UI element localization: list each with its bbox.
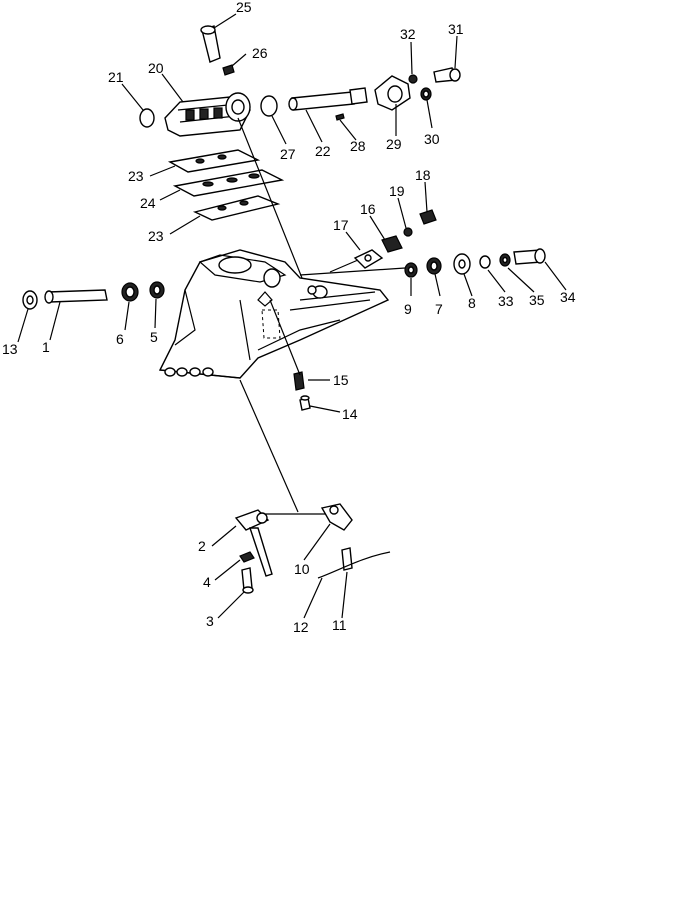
right-side-parts [299,209,546,278]
guide-lines [237,117,303,376]
callout-35: 35 [529,292,545,308]
callout-25: 25 [236,0,252,15]
callout-31: 31 [448,21,464,37]
callout-8: 8 [468,295,476,311]
callout-30: 30 [424,131,440,147]
gasket-plates [167,149,285,221]
shaft-22 [288,67,461,121]
callout-5: 5 [150,329,158,345]
callout-28: 28 [350,138,366,154]
main-housing [158,249,390,379]
callout-20: 20 [148,60,164,76]
callout-23-upper: 23 [128,168,144,184]
callout-14: 14 [342,406,358,422]
callout-22: 22 [315,143,331,159]
callout-15: 15 [333,372,349,388]
callout-12: 12 [293,619,309,635]
callout-24: 24 [140,195,156,211]
callout-3: 3 [206,613,214,629]
callout-7: 7 [435,301,443,317]
callout-16: 16 [360,201,376,217]
callout-23-lower: 23 [148,228,164,244]
cover-assembly [139,25,278,137]
callout-1: 1 [42,339,50,355]
callout-21: 21 [108,69,124,85]
leader-lines [17,13,567,619]
callout-10: 10 [294,561,310,577]
callout-13: 13 [2,341,18,357]
callout-2: 2 [198,538,206,554]
callout-19: 19 [389,183,405,199]
callout-17: 17 [333,217,349,233]
callout-26: 26 [252,45,268,61]
callout-6: 6 [116,331,124,347]
callout-29: 29 [386,136,402,152]
spring-parts [293,371,311,411]
lower-levers [234,379,391,594]
callout-27: 27 [280,146,296,162]
callout-4: 4 [203,574,211,590]
callout-9: 9 [404,301,412,317]
callout-33: 33 [498,293,514,309]
callout-labels: 25 26 21 20 23 24 23 27 22 28 29 30 32 3… [2,0,576,635]
callout-32: 32 [400,26,416,42]
callout-18: 18 [415,167,431,183]
callout-11: 11 [332,617,347,633]
shaft-1 [22,281,165,310]
callout-34: 34 [560,289,576,305]
